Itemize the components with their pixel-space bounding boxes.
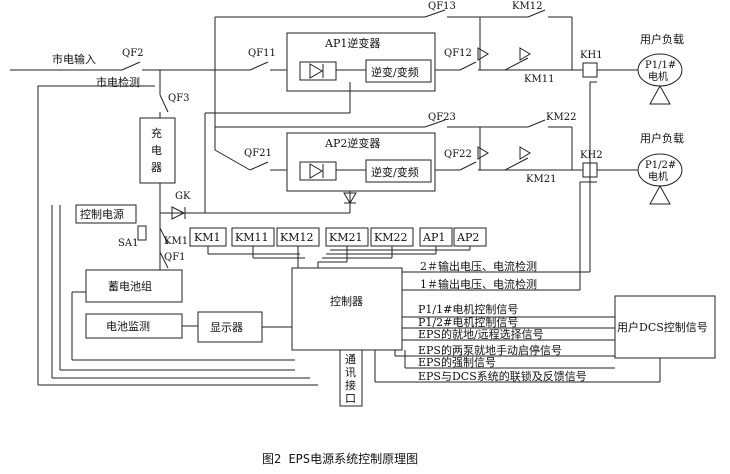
mains-detect-label: 市电检测 xyxy=(96,75,140,89)
relay-ap2-label: AP2 xyxy=(456,231,479,244)
mains-input-label: 市电输入 xyxy=(52,52,96,66)
diode-icon xyxy=(519,47,531,61)
qf12-label: QF12 xyxy=(444,48,472,59)
km22-label: KM22 xyxy=(546,112,576,123)
motor-2-name: P1/2# xyxy=(645,160,676,171)
signal-1-label: P1/1#电机控制信号 xyxy=(418,302,518,316)
branch-2: QF23 KM22 QF21 AP2逆变器 逆变/变频 QF22 KM21 KH… xyxy=(214,112,684,205)
signal-2-label: P1/2#电机控制信号 xyxy=(418,315,518,329)
gk-label: GK xyxy=(175,191,191,202)
control-power-block xyxy=(75,204,137,224)
controller-section: 控制器 2＃输出电压、电流检测 1＃输出电压、电流检测 P1/1#电机控制信号 … xyxy=(291,81,716,407)
relay-km21-label: KM21 xyxy=(329,231,362,244)
kh1-label: KH1 xyxy=(580,50,603,61)
diode-icon xyxy=(477,146,489,160)
detect-1-label: 1＃输出电压、电流检测 xyxy=(420,277,537,291)
relay-boxes: KM1 KM11 KM12 KM21 KM22 AP1 AP2 xyxy=(189,227,487,268)
qf1-label: QF1 xyxy=(164,252,186,263)
qf21-label: QF21 xyxy=(244,148,272,159)
relay-km22-label: KM22 xyxy=(374,231,407,244)
motor-2-type: 电机 xyxy=(648,170,668,183)
comm-port-char-4: 口 xyxy=(345,392,356,405)
qf3-label: QF3 xyxy=(168,93,190,104)
controller-block xyxy=(291,267,403,351)
battery-monitor-label: 电池监测 xyxy=(106,320,150,333)
load-1-label: 用户负载 xyxy=(640,32,684,46)
battery-label: 蓄电池组 xyxy=(108,279,152,293)
dcs-label: 用户DCS控制信号 xyxy=(617,320,708,334)
battery-block xyxy=(85,269,183,303)
controller-label: 控制器 xyxy=(330,294,363,308)
charger-block xyxy=(139,117,176,184)
comm-port-block xyxy=(339,349,363,407)
control-power-label: 控制电源 xyxy=(80,207,124,221)
charger-char-3: 器 xyxy=(151,161,162,174)
relay-km12-label: KM12 xyxy=(280,231,313,244)
charger-char-2: 电 xyxy=(151,144,162,157)
signal-5-label: EPS的强制信号 xyxy=(418,355,496,369)
ground-icon xyxy=(649,84,671,105)
relay-km11-label: KM11 xyxy=(235,231,268,244)
motor-1-type: 电机 xyxy=(648,70,668,83)
relay-ap1-label: AP1 xyxy=(422,231,445,244)
diode-icon xyxy=(171,206,186,220)
signal-3-label: EPS的就地/远程选择信号 xyxy=(418,327,544,341)
relay-km1-label: KM1 xyxy=(194,231,220,244)
qf13-label: QF13 xyxy=(428,1,456,12)
km12-label: KM12 xyxy=(512,1,542,12)
ap1-unit xyxy=(365,59,432,83)
km1-label: KM1 xyxy=(164,236,188,247)
sa1-label: SA1 xyxy=(118,238,138,249)
kh1-relay xyxy=(582,62,598,78)
ap1-title: AP1逆变器 xyxy=(324,36,380,50)
display-block xyxy=(197,311,263,343)
ap2-rectifier-icon xyxy=(299,161,337,181)
comm-port-char-1: 通 xyxy=(345,353,356,366)
battery-monitor-block xyxy=(85,313,183,339)
ap2-unit xyxy=(365,159,432,183)
ground-icon xyxy=(649,184,671,205)
charger-section: 充 电 器 控制电源 SA1 KM1 QF1 蓄电池组 电池监测 显示器 xyxy=(38,117,318,386)
motor-1-name: P1/1# xyxy=(645,60,676,71)
dc-feed: GK xyxy=(160,82,357,220)
dcs-block xyxy=(614,295,716,359)
km11-label: KM11 xyxy=(524,74,554,85)
branch-1: QF13 KM12 QF11 AP1逆变器 逆变/变频 QF12 KM11 KH… xyxy=(215,1,684,105)
display-label: 显示器 xyxy=(210,321,243,334)
qf11-label: QF11 xyxy=(248,48,276,59)
diode-icon xyxy=(519,146,531,160)
figure-caption: 图2 EPS电源系统控制原理图 xyxy=(262,452,418,466)
load-2-label: 用户负载 xyxy=(640,131,684,145)
ap2-unit-label: 逆变/变频 xyxy=(371,165,419,179)
qf2-label: QF2 xyxy=(122,48,144,59)
diode-icon xyxy=(477,47,489,61)
qf22-label: QF22 xyxy=(444,149,472,160)
qf23-label: QF23 xyxy=(428,112,456,123)
comm-port-char-3: 接 xyxy=(345,379,356,392)
km21-label: KM21 xyxy=(526,174,556,185)
charger-char-1: 充 xyxy=(151,126,162,140)
ap1-rectifier-icon xyxy=(299,61,337,81)
kh2-label: KH2 xyxy=(580,150,603,161)
detect-2-label: 2＃输出电压、电流检测 xyxy=(420,259,537,273)
ap1-unit-label: 逆变/变频 xyxy=(371,65,419,79)
ap2-title: AP2逆变器 xyxy=(324,136,380,150)
signal-4-label: EPS的两泵就地手动启停信号 xyxy=(418,343,562,357)
comm-port-char-2: 讯 xyxy=(345,366,356,379)
mains-input: 市电输入 QF2 市电检测 QF3 xyxy=(10,17,216,385)
sa1-switch xyxy=(137,225,147,241)
signal-6-label: EPS与DCS系统的联锁及反馈信号 xyxy=(418,369,587,383)
